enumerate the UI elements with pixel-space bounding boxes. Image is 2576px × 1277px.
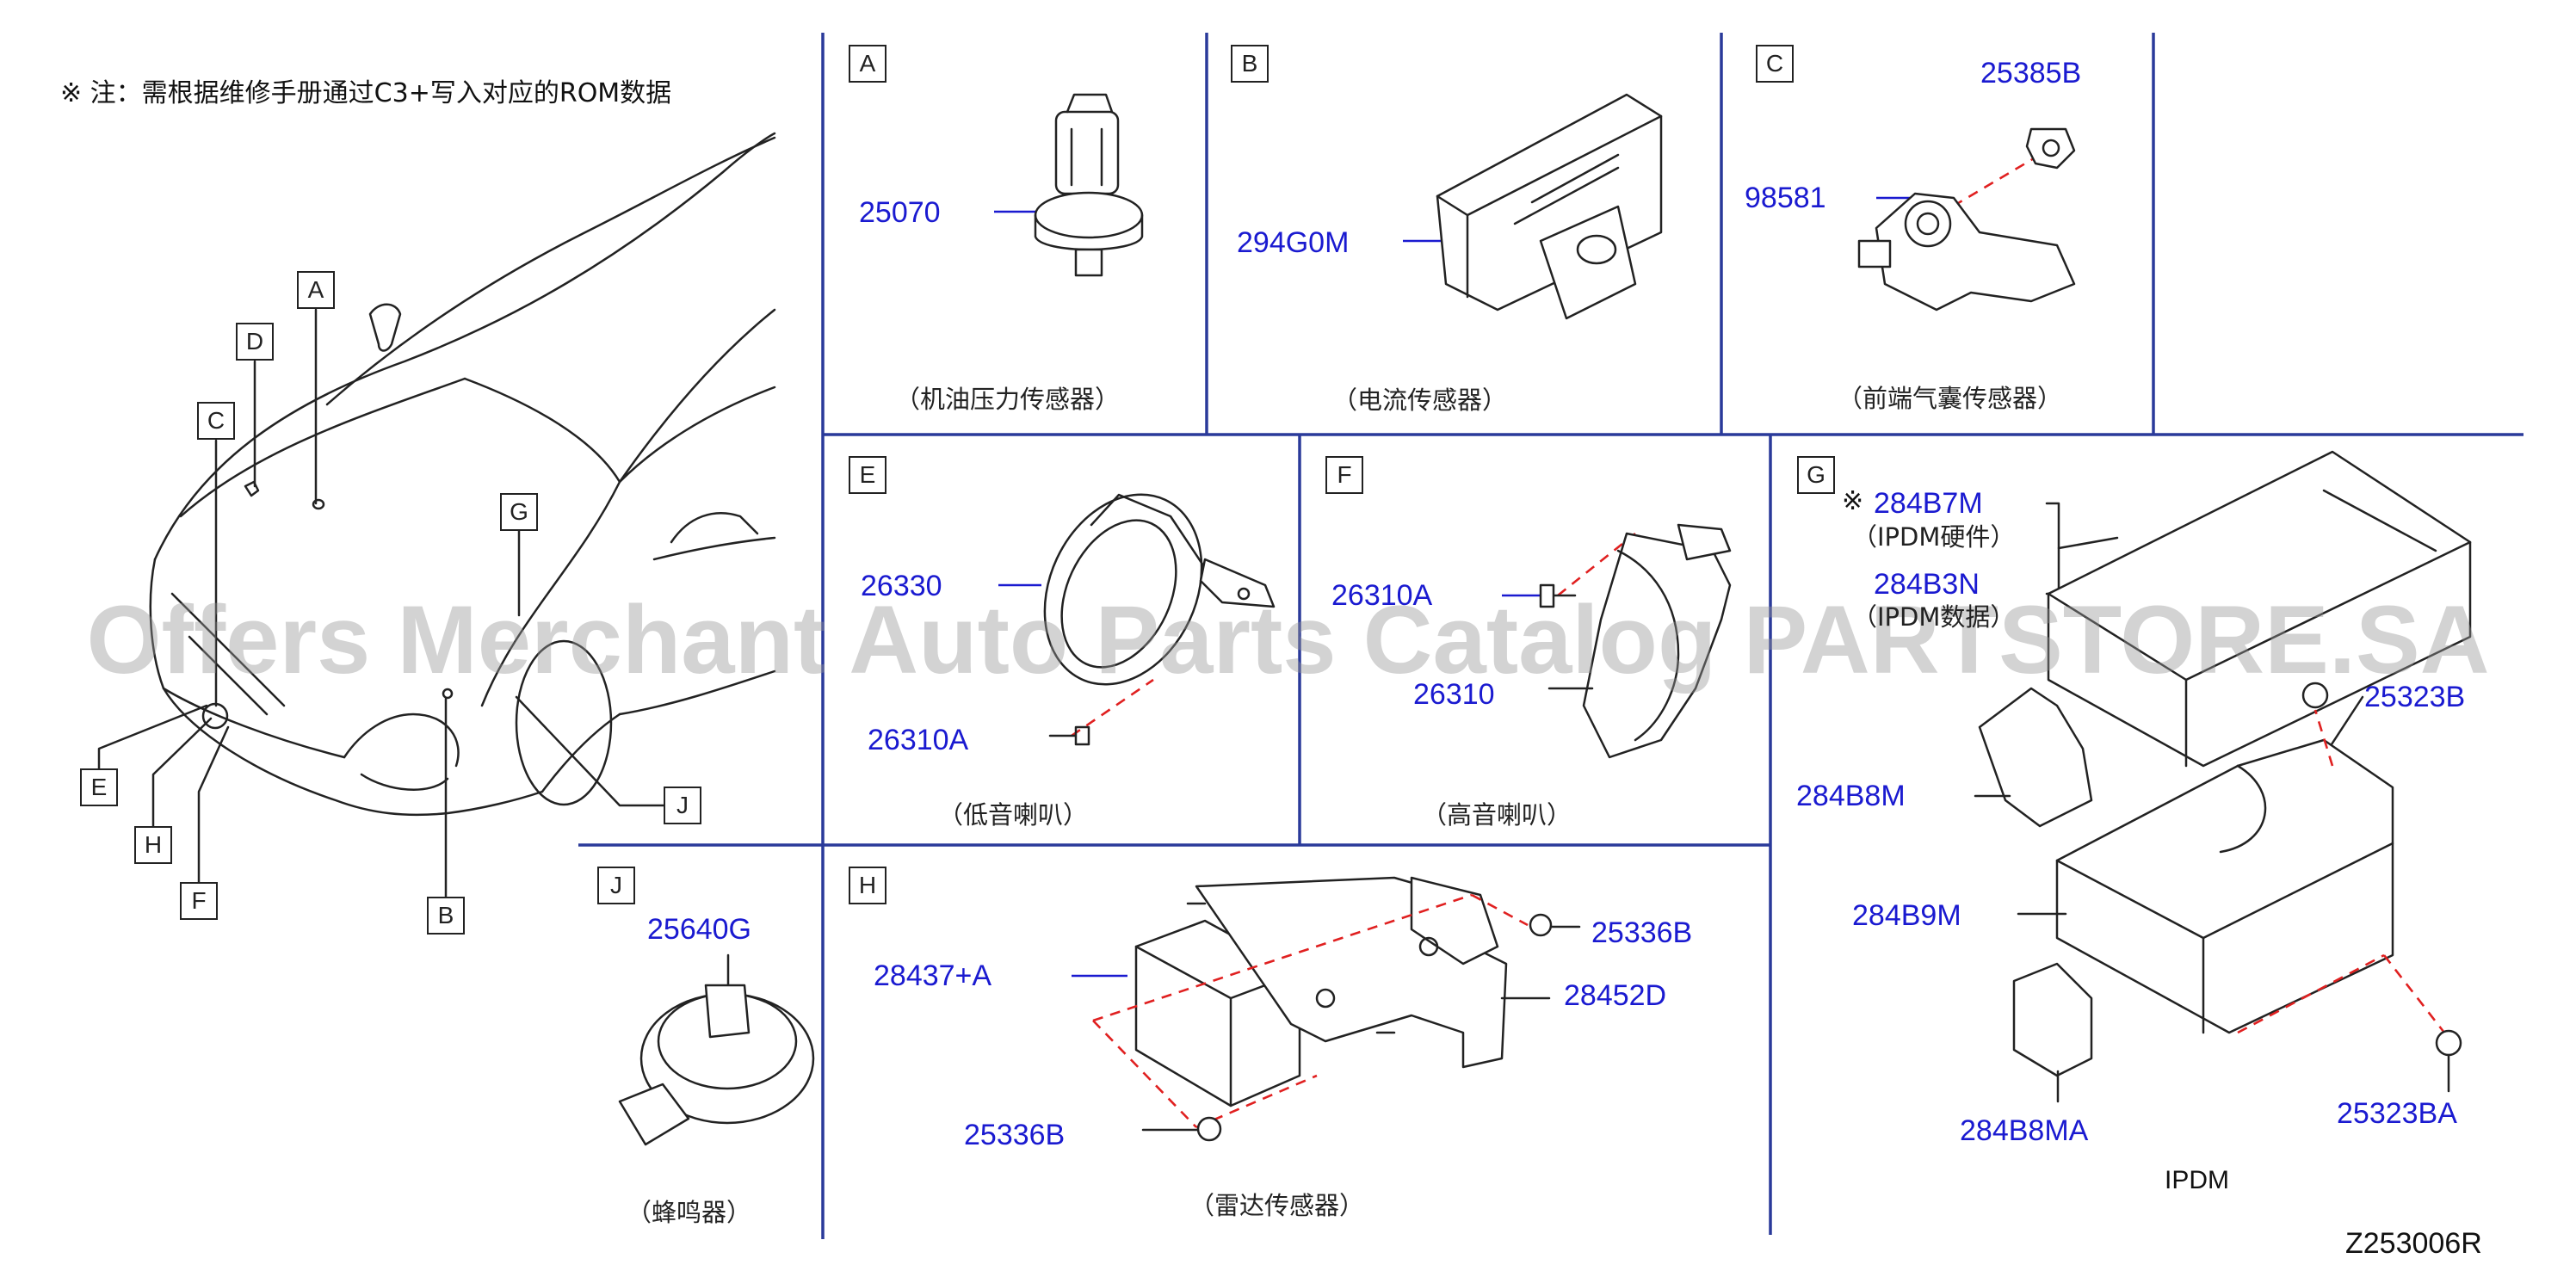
panel-c-caption: （前端气囊传感器） (1838, 384, 2063, 413)
panel-c-letter: C (1756, 45, 1794, 83)
part-number-26310a-high: 26310A (1331, 579, 1433, 612)
vehicle-leaders (97, 308, 684, 898)
part-number-284b3n: 284B3N (1874, 568, 1980, 601)
ipdm-hardware-label: （IPDM硬件） (1852, 522, 2016, 552)
part-number-26330: 26330 (861, 570, 942, 602)
current-sensor (1403, 93, 1663, 320)
vehicle-drawing (149, 132, 776, 817)
panel-g-letter: G (1797, 456, 1835, 494)
vehicle-callout-b: B (427, 897, 465, 935)
panel-h-caption: （雷达传感器） (1189, 1191, 1365, 1220)
part-number-98581: 98581 (1745, 182, 1826, 214)
oil-pressure-sensor (994, 93, 1144, 277)
part-number-294g0m: 294G0M (1237, 226, 1350, 259)
part-number-26310a-low: 26310A (868, 724, 969, 756)
ipdm-assembly (1974, 450, 2472, 1103)
part-number-25070: 25070 (859, 196, 941, 229)
panel-f-letter: F (1325, 456, 1363, 494)
panel-g-caption: IPDM (2165, 1166, 2229, 1194)
part-number-284b8ma: 284B8MA (1960, 1114, 2089, 1147)
part-number-25385b: 25385B (1980, 57, 2082, 89)
vehicle-callout-j: J (664, 787, 701, 824)
panel-b-letter: B (1231, 45, 1269, 83)
diagram-code: Z253006R (2345, 1227, 2482, 1260)
panel-a-letter: A (849, 45, 886, 83)
high-horn (1502, 523, 1732, 759)
part-number-284b9m: 284B9M (1852, 899, 1961, 932)
part-number-284b7m: 284B7M (1874, 487, 1983, 520)
ipdm-data-label: （IPDM数据） (1852, 602, 2016, 632)
part-number-28452d: 28452D (1564, 979, 1667, 1012)
rom-mark: ※ (1842, 486, 1864, 516)
panel-a-caption: （机油压力传感器） (895, 385, 1121, 414)
vehicle-callout-g: G (500, 493, 538, 531)
part-number-25323ba: 25323BA (2337, 1097, 2457, 1130)
part-number-284b8m: 284B8M (1796, 780, 1906, 812)
buzzer (618, 953, 815, 1146)
vehicle-callout-c: C (197, 402, 235, 440)
vehicle-callout-f: F (180, 882, 218, 920)
panel-b-caption: （电流传感器） (1332, 386, 1508, 415)
part-number-28437a: 28437+A (874, 959, 992, 992)
rom-note: ※ 注：需根据维修手册通过C3+写入对应的ROM数据 (60, 78, 672, 108)
part-number-25323b: 25323B (2364, 681, 2466, 713)
panel-e-letter: E (849, 456, 886, 494)
part-number-25640g: 25640G (647, 913, 751, 946)
panel-e-caption: （低音喇叭） (938, 800, 1089, 830)
part-number-25336b-bottom: 25336B (964, 1119, 1066, 1151)
panel-j-letter: J (597, 867, 635, 904)
low-horn (998, 493, 1276, 746)
vehicle-callout-d: D (236, 323, 274, 361)
panel-j-caption: （蜂鸣器） (627, 1198, 752, 1227)
vehicle-callout-h: H (134, 826, 172, 864)
front-airbag-sensor (1857, 127, 2076, 312)
panel-f-caption: （高音喇叭） (1422, 800, 1572, 830)
vehicle-callout-e: E (80, 768, 118, 806)
panel-h-letter: H (849, 867, 886, 904)
vehicle-callout-a: A (297, 271, 335, 309)
part-number-25336b-top: 25336B (1591, 916, 1693, 949)
panel-dividers (578, 33, 2523, 1239)
part-number-26310: 26310 (1413, 678, 1495, 711)
radar-sensor (1072, 876, 1581, 1142)
